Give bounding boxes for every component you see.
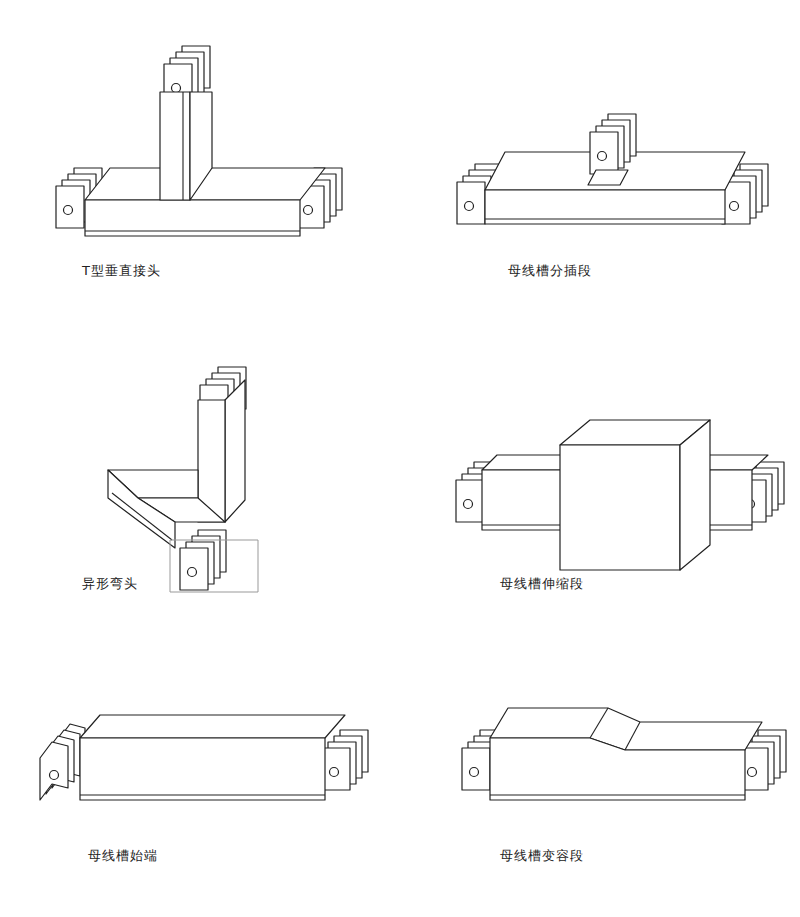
special-elbow [108, 367, 258, 592]
bus-bars [180, 530, 226, 590]
part-caption: 异形弯头 [82, 576, 138, 592]
part-caption: T型垂直接头 [82, 263, 161, 279]
tap-bars [590, 114, 636, 174]
part-caption: 母线槽伸缩段 [500, 576, 584, 592]
plug-in-section [457, 114, 768, 224]
bus-bars [322, 730, 368, 790]
part-caption: 母线槽分插段 [508, 263, 592, 279]
part-caption: 母线槽始端 [88, 848, 158, 864]
capacity-change-section [462, 708, 786, 800]
part-caption: 母线槽变容段 [500, 848, 584, 864]
expansion-section [456, 420, 784, 570]
t-junction [56, 46, 342, 236]
starting-end [40, 715, 368, 800]
